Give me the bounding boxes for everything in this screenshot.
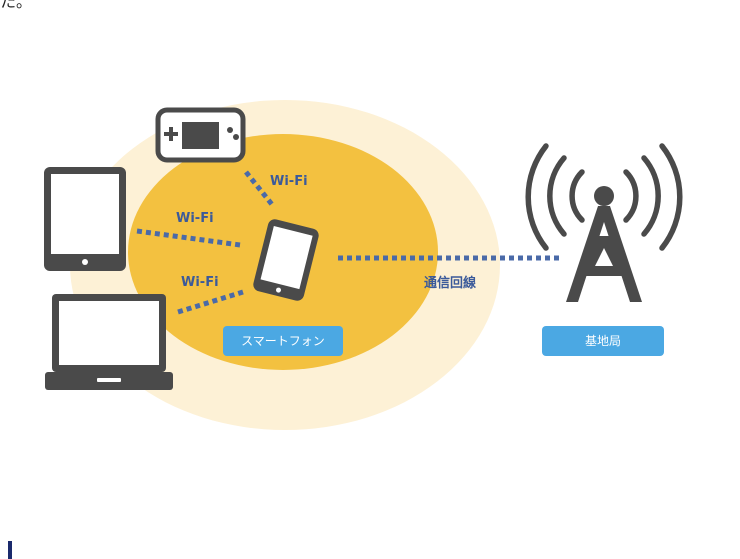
station-badge-label: 基地局 [585,334,621,348]
smartphone-badge: スマートフォン [223,326,343,356]
cell-tower-icon [525,143,683,302]
header-text-fragment: た。 [0,0,33,11]
tablet-icon [44,167,126,271]
cellular-link-label: 通信回線 [424,275,477,291]
station-badge: 基地局 [542,326,664,356]
wifi-label-game: Wi-Fi [270,174,308,189]
laptop-icon [45,294,173,390]
smartphone-icon [253,219,319,301]
wifi-label-laptop: Wi-Fi [181,275,219,290]
game-console-icon [155,107,246,163]
wifi-link-laptop [177,289,244,315]
wifi-label-tablet: Wi-Fi [176,211,214,226]
section-marker [8,541,12,559]
wifi-link-game [244,170,276,209]
smartphone-badge-label: スマートフォン [241,334,325,348]
